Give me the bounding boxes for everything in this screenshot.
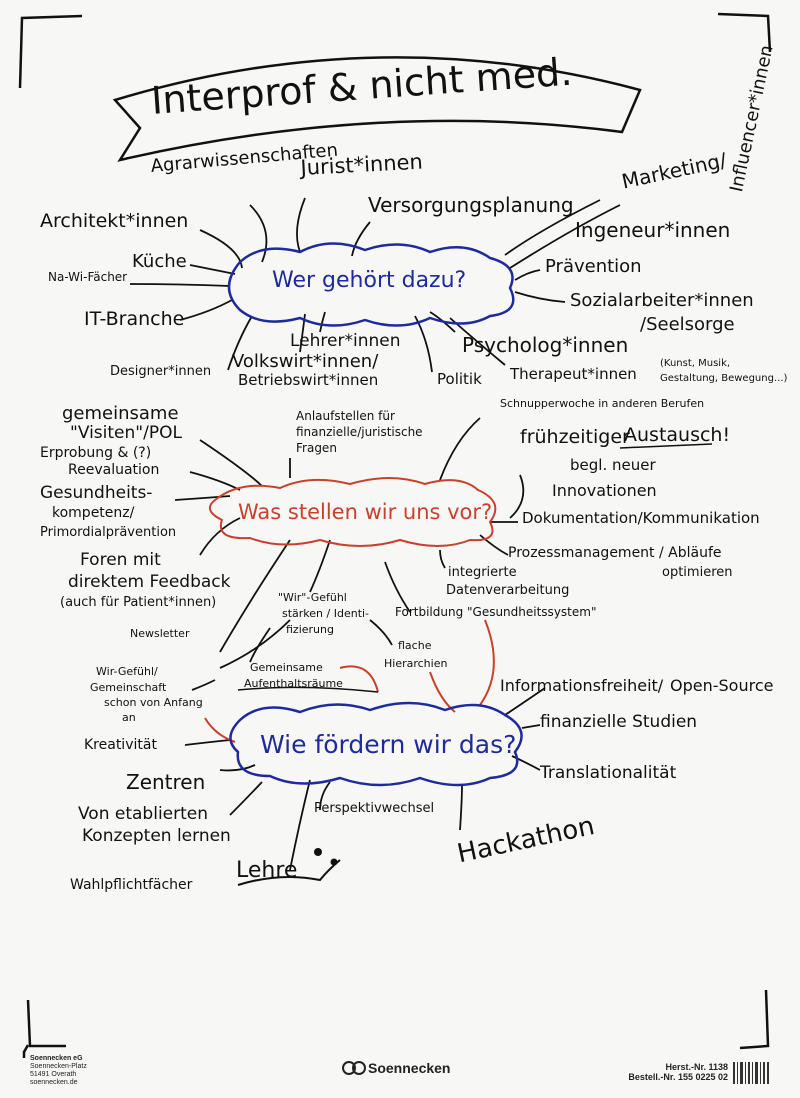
what-visiten-2: "Visiten"/POL bbox=[70, 423, 182, 443]
how-info-1: Informationsfreiheit/ bbox=[500, 676, 664, 695]
how-etab-2: Konzepten lernen bbox=[82, 826, 231, 846]
who-sozial-2: /Seelsorge bbox=[640, 314, 735, 335]
how-gefuehl-4: an bbox=[122, 711, 136, 724]
what-gesund-1: Gesundheits- bbox=[40, 483, 153, 503]
what-begl: begl. neuer bbox=[570, 456, 656, 474]
footer-logo-text: Soennecken bbox=[368, 1060, 451, 1076]
what-visiten-1: gemeinsame bbox=[62, 403, 179, 424]
who-volkswirt-1: Volkswirt*innen/ bbox=[232, 351, 379, 372]
how-transl: Translationalität bbox=[540, 763, 677, 783]
footer-city: 51491 Overath bbox=[30, 1071, 77, 1079]
what-integ-2: Datenverarbeitung bbox=[446, 583, 570, 598]
footer-street: Soennecken-Platz bbox=[30, 1063, 87, 1071]
who-architekt: Architekt*innen bbox=[40, 210, 189, 232]
how-persp: Perspektivwechsel bbox=[314, 801, 435, 816]
footer-web: soennecken.de bbox=[30, 1079, 78, 1087]
how-lehre: Lehre bbox=[236, 858, 298, 883]
what-doku: Dokumentation/Kommunikation bbox=[522, 509, 760, 527]
who-designer: Designer*innen bbox=[110, 364, 212, 379]
how-gefuehl-3: schon von Anfang bbox=[104, 696, 203, 709]
hub-who-label: Wer gehört dazu? bbox=[272, 268, 467, 293]
footer-numbers: Herst.-Nr. 1138 Bestell.-Nr. 155 0225 02 bbox=[618, 1062, 728, 1083]
footer-herst: Herst.-Nr. 1138 bbox=[665, 1062, 728, 1072]
how-hier-2: Hierarchien bbox=[384, 657, 448, 670]
how-info-2: Open-Source bbox=[670, 676, 774, 695]
who-sozial-1: Sozialarbeiter*innen bbox=[570, 290, 754, 311]
what-erprobung-1: Erprobung & (?) bbox=[40, 445, 152, 461]
who-psycholog: Psycholog*innen bbox=[462, 333, 629, 357]
corner-marks bbox=[18, 12, 772, 1058]
how-gefuehl-2: Gemeinschaft bbox=[90, 681, 167, 694]
what-integ-1: integrierte bbox=[448, 565, 517, 580]
what-prozess-1: Prozessmanagement / Abläufe bbox=[508, 545, 722, 561]
hub-how-cloud bbox=[229, 701, 523, 787]
what-newsletter: Newsletter bbox=[130, 627, 190, 640]
what-prozess-2: optimieren bbox=[662, 565, 733, 580]
who-it: IT-Branche bbox=[84, 308, 185, 330]
what-innov: Innovationen bbox=[552, 481, 657, 500]
hub-how-label: Wie fördern wir das? bbox=[260, 730, 517, 759]
austausch-underline bbox=[619, 443, 713, 449]
what-anlauf-3: Fragen bbox=[296, 441, 337, 455]
what-wir-2: stärken / Identi- bbox=[282, 607, 370, 620]
who-politik: Politik bbox=[437, 370, 482, 388]
barcode bbox=[733, 1062, 769, 1084]
how-etab-1: Von etablierten bbox=[78, 804, 209, 824]
what-anlauf-2: finanzielle/juristische bbox=[296, 425, 423, 439]
what-anlauf-1: Anlaufstellen für bbox=[296, 409, 395, 423]
footer-bestell: Bestell.-Nr. 155 0225 02 bbox=[628, 1072, 728, 1083]
what-erprobung-2: Reevaluation bbox=[68, 462, 160, 478]
what-schnupper: Schnupperwoche in anderen Berufen bbox=[500, 397, 705, 410]
how-raeume-2: Aufenthaltsräume bbox=[244, 677, 343, 690]
how-hier-1: flache bbox=[398, 639, 432, 652]
who-volkswirt-2: Betriebswirt*innen bbox=[238, 371, 379, 389]
footer-company-block: Soennecken eG Soennecken-Platz 51491 Ove… bbox=[30, 1055, 87, 1087]
who-praevention: Prävention bbox=[545, 256, 642, 277]
hub-what-label: Was stellen wir uns vor? bbox=[238, 500, 493, 524]
who-kunst-1: (Kunst, Musik, bbox=[660, 358, 731, 369]
how-zentren: Zentren bbox=[126, 770, 206, 794]
hub-what-cloud bbox=[208, 477, 497, 547]
what-frueh-2: Austausch! bbox=[624, 424, 731, 446]
soennecken-logo-icon bbox=[342, 1061, 366, 1075]
what-gesund-3: Primordialprävention bbox=[40, 525, 177, 540]
what-fortbildung: Fortbildung "Gesundheitssystem" bbox=[395, 605, 597, 619]
lehre-dot-2 bbox=[330, 858, 338, 866]
lehre-underline bbox=[237, 859, 341, 886]
how-raeume-1: Gemeinsame bbox=[250, 661, 323, 674]
what-gesund-2: kompetenz/ bbox=[52, 505, 135, 521]
who-kunst-2: Gestaltung, Bewegung...) bbox=[660, 373, 788, 384]
lehre-dot bbox=[314, 848, 322, 856]
what-wir-1: "Wir"-Gefühl bbox=[278, 591, 347, 604]
title-banner bbox=[112, 56, 642, 162]
what-wir-3: fizierung bbox=[286, 623, 334, 636]
who-lehrer: Lehrer*innen bbox=[290, 331, 401, 351]
who-naturwiss: Na-Wi-Fächer bbox=[48, 270, 128, 284]
what-frueh-1: frühzeitiger bbox=[520, 426, 630, 448]
how-wahl: Wahlpflichtfächer bbox=[70, 877, 193, 893]
raeume-underline bbox=[237, 686, 379, 693]
who-kueche: Küche bbox=[132, 251, 187, 272]
footer-company: Soennecken eG bbox=[30, 1055, 83, 1062]
how-gefuehl-1: Wir-Gefühl/ bbox=[96, 665, 158, 678]
who-ingeneur: Ingeneur*innen bbox=[575, 218, 731, 242]
what-foren-3: (auch für Patient*innen) bbox=[60, 595, 217, 610]
what-foren-1: Foren mit bbox=[80, 550, 161, 570]
who-versorgung: Versorgungsplanung bbox=[368, 193, 574, 217]
how-fin: finanzielle Studien bbox=[540, 712, 698, 732]
what-foren-2: direktem Feedback bbox=[68, 572, 231, 592]
who-therapeut: Therapeut*innen bbox=[510, 365, 637, 383]
how-kreat: Kreativität bbox=[84, 737, 157, 753]
hub-who-cloud bbox=[227, 242, 515, 327]
